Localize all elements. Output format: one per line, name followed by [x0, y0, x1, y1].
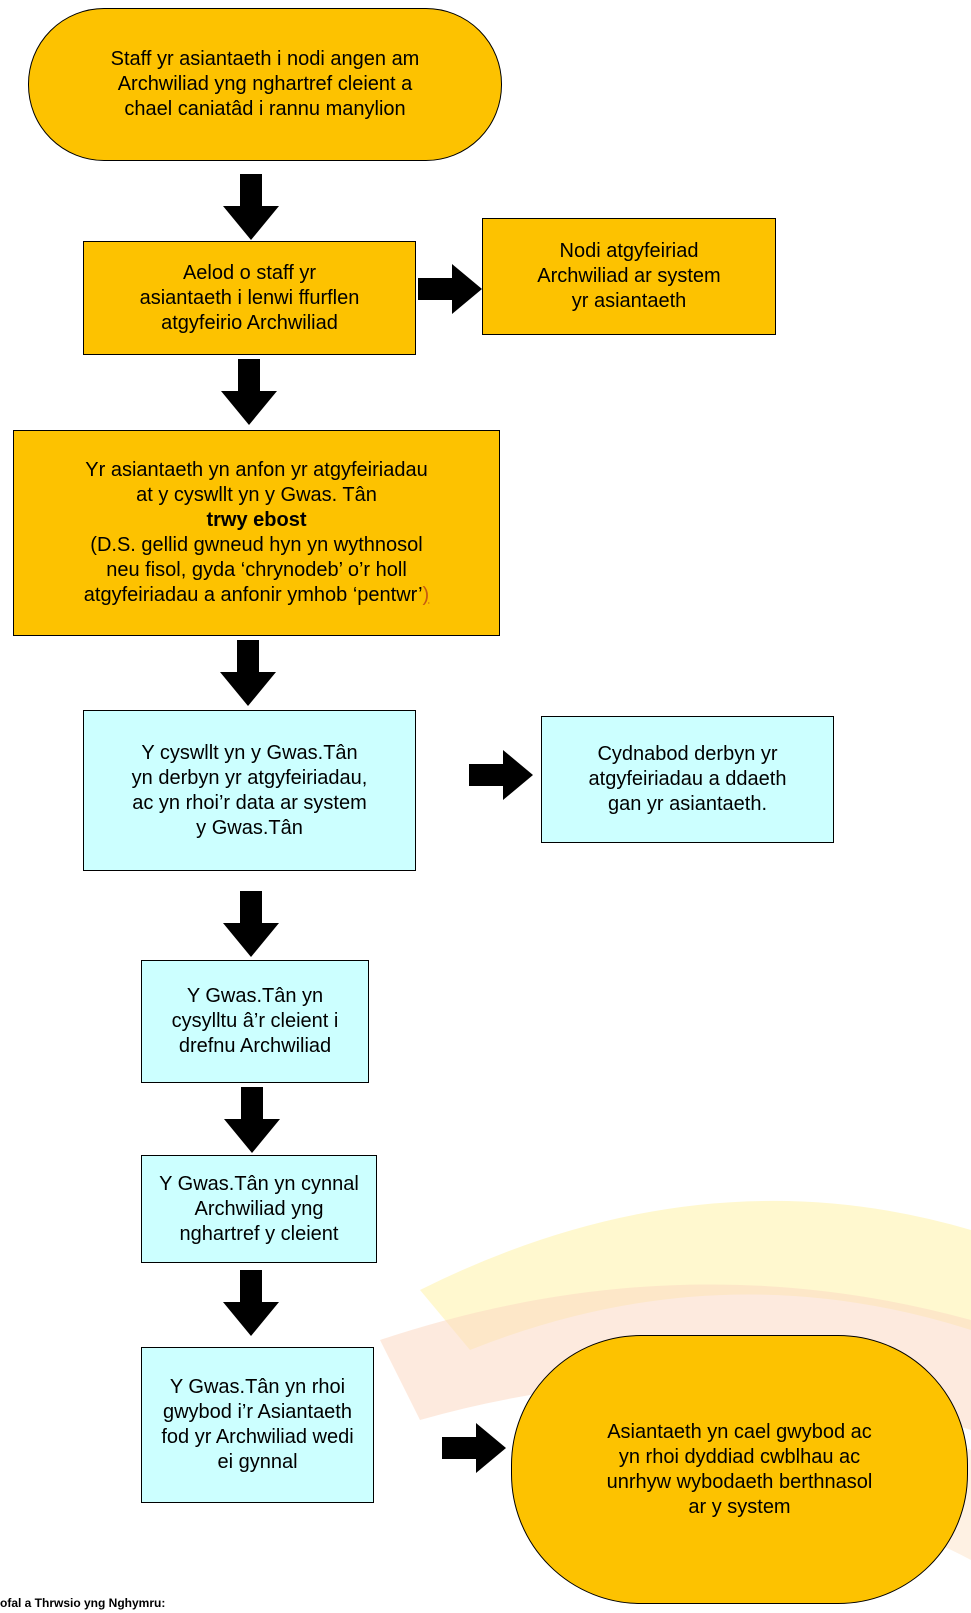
- end-line: unrhyw wybodaeth berthnasol: [606, 1470, 873, 1493]
- send-line: (D.S. gellid gwneud hyn yn wythnosol: [90, 534, 423, 556]
- conduct-line: nghartref y cleient: [179, 1222, 339, 1245]
- acknowledge-line: gan yr asiantaeth.: [608, 793, 767, 815]
- start-line: Staff yr asiantaeth i nodi angen am: [110, 48, 420, 70]
- fill-form-line: asiantaeth i lenwi ffurflen: [139, 286, 360, 309]
- arrow-down: [223, 891, 279, 957]
- send-line: at y cyswllt yn y Gwas. Tân: [136, 484, 377, 506]
- send-line: Yr asiantaeth yn anfon yr atgyfeiriadau: [85, 459, 428, 481]
- acknowledge-box: Cydnabod derbyn yr atgyfeiriadau a ddaet…: [541, 716, 834, 843]
- receive-line: y Gwas.Tân: [196, 816, 303, 839]
- contact-line: Y Gwas.Tân yn: [186, 985, 324, 1007]
- contact-client-box: Y Gwas.Tân yn cysylltu â’r cleient i dre…: [141, 960, 369, 1083]
- acknowledge-line: atgyfeiriadau a ddaeth: [588, 768, 787, 790]
- end-line: ar y system: [688, 1495, 791, 1518]
- fill-form-line: Aelod o staff yr: [182, 261, 317, 284]
- end-terminator: Asiantaeth yn cael gwybod ac yn rhoi dyd…: [511, 1335, 968, 1604]
- send-line-last: atgyfeiriadau a anfonir ymhob ‘pentwr’): [84, 583, 429, 608]
- fill-form-line: atgyfeirio Archwiliad: [161, 311, 338, 334]
- start-line: Archwiliad yng nghartref cleient a: [117, 73, 413, 95]
- arrow-down: [223, 1270, 279, 1336]
- record-referral-box: Nodi atgyfeiriad Archwiliad ar system yr…: [482, 218, 776, 335]
- contact-line: cysylltu â’r cleient i: [171, 1010, 339, 1032]
- footer-text: ofal a Thrwsio yng Nghymru:: [0, 1596, 166, 1610]
- receive-line: Y cyswllt yn y Gwas.Tân: [141, 741, 358, 764]
- receive-referrals-box: Y cyswllt yn y Gwas.Tân yn derbyn yr atg…: [83, 710, 416, 871]
- record-line: Archwiliad ar system: [537, 265, 721, 287]
- send-line: neu fisol, gyda ‘chrynodeb’ o’r holl: [106, 559, 407, 581]
- receive-line: ac yn rhoi’r data ar system: [132, 791, 367, 814]
- receive-line: yn derbyn yr atgyfeiriadau,: [131, 766, 368, 789]
- end-line: Asiantaeth yn cael gwybod ac: [607, 1420, 872, 1443]
- closing-paren: ): [422, 584, 430, 606]
- arrow-right: [418, 264, 482, 314]
- record-line: Nodi atgyfeiriad: [559, 240, 699, 262]
- acknowledge-line: Cydnabod derbyn yr: [597, 743, 778, 765]
- inform-line: Y Gwas.Tân yn rhoi: [169, 1376, 346, 1398]
- arrow-down: [221, 359, 277, 425]
- inform-line: fod yr Archwiliad wedi: [161, 1426, 354, 1448]
- contact-line: drefnu Archwiliad: [178, 1035, 332, 1057]
- conduct-line: Y Gwas.Tân yn cynnal: [159, 1172, 359, 1195]
- arrow-down: [223, 174, 279, 240]
- start-terminator: Staff yr asiantaeth i nodi angen am Arch…: [28, 8, 502, 161]
- arrow-down: [224, 1087, 280, 1153]
- send-line-text: atgyfeiriadau a anfonir ymhob ‘pentwr’: [83, 584, 423, 606]
- send-bold-line: trwy ebost: [206, 509, 307, 531]
- inform-line: ei gynnal: [217, 1451, 298, 1473]
- send-referrals-box: Yr asiantaeth yn anfon yr atgyfeiriadau …: [13, 430, 500, 636]
- arrow-right: [469, 750, 533, 800]
- conduct-line: Archwiliad yng: [194, 1197, 324, 1220]
- fill-form-box: Aelod o staff yr asiantaeth i lenwi ffur…: [83, 241, 416, 355]
- conduct-inspection-box: Y Gwas.Tân yn cynnal Archwiliad yng ngha…: [141, 1155, 377, 1263]
- start-line: chael caniatâd i rannu manylion: [124, 98, 406, 120]
- end-line: yn rhoi dyddiad cwblhau ac: [618, 1445, 861, 1468]
- inform-line: gwybod i’r Asiantaeth: [162, 1401, 352, 1423]
- inform-agency-box: Y Gwas.Tân yn rhoi gwybod i’r Asiantaeth…: [141, 1347, 374, 1503]
- record-line: yr asiantaeth: [571, 290, 687, 312]
- arrow-down: [220, 640, 276, 706]
- arrow-right: [442, 1423, 506, 1473]
